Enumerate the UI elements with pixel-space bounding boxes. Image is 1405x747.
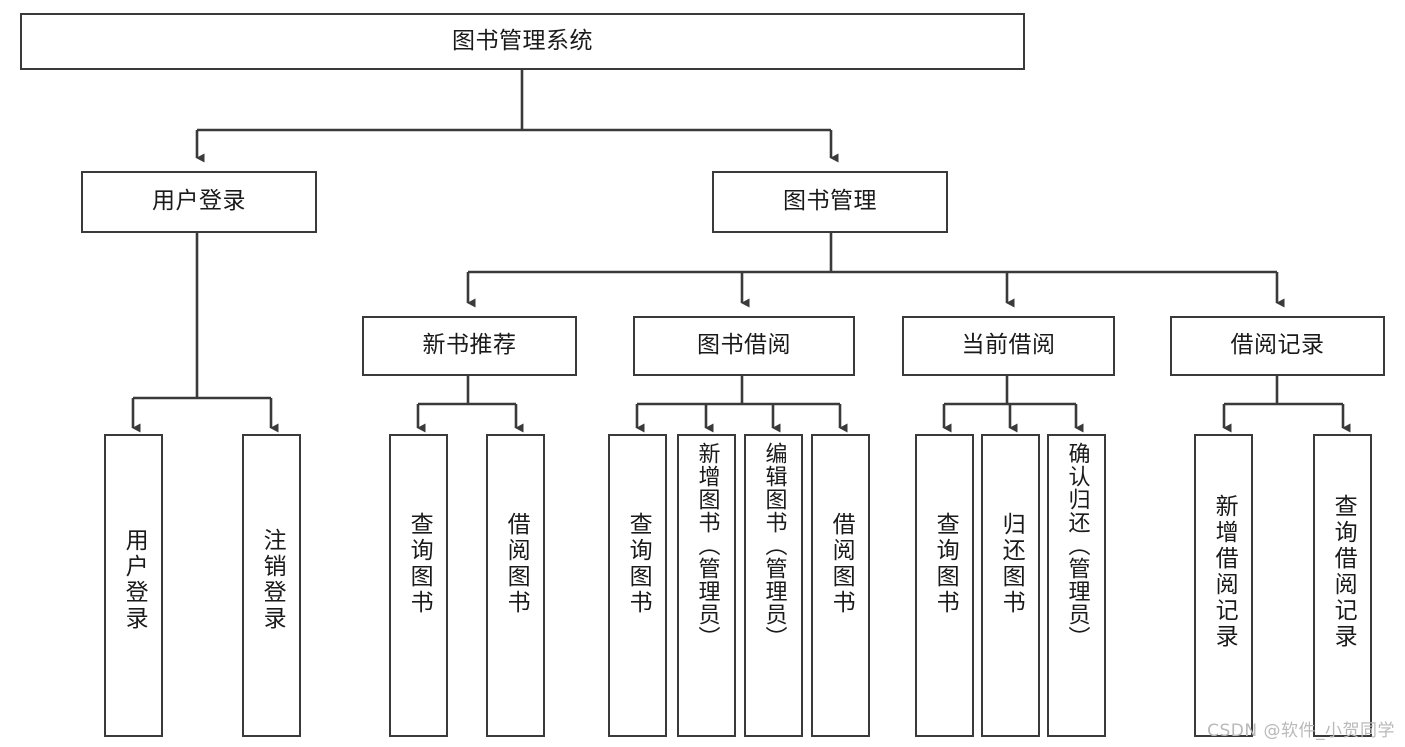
node-user-login[interactable]: 用户登录 xyxy=(81,171,317,233)
node-root-system[interactable]: 图书管理系统 xyxy=(20,13,1025,70)
leaf-logout-login[interactable]: 注销登录 xyxy=(242,434,301,737)
leaf-edit-book-admin[interactable]: 编辑图书（管理员） xyxy=(744,434,803,737)
node-book-borrow[interactable]: 图书借阅 xyxy=(633,316,855,376)
node-label: 图书借阅 xyxy=(697,332,791,359)
leaf-query-book-current[interactable]: 查询图书 xyxy=(915,434,974,737)
node-label: 归还图书 xyxy=(998,512,1025,616)
node-label: 新增图书（管理员） xyxy=(694,442,720,649)
leaf-query-book-recommend[interactable]: 查询图书 xyxy=(389,434,448,737)
node-label: 当前借阅 xyxy=(961,332,1056,359)
node-label: 编辑图书（管理员） xyxy=(761,442,787,649)
leaf-confirm-return-admin[interactable]: 确认归还（管理员） xyxy=(1047,434,1106,737)
leaf-add-book-admin[interactable]: 新增图书（管理员） xyxy=(677,434,736,737)
node-book-management[interactable]: 图书管理 xyxy=(712,171,948,233)
node-label: 借阅图书 xyxy=(828,512,855,616)
node-label: 图书管理 xyxy=(783,188,877,215)
node-label: 确认归还（管理员） xyxy=(1064,442,1090,649)
node-label: 用户登录 xyxy=(121,528,148,632)
node-label: 查询借阅记录 xyxy=(1330,494,1357,650)
node-label: 新书推荐 xyxy=(422,332,517,359)
node-label: 借阅图书 xyxy=(503,512,530,616)
leaf-return-book[interactable]: 归还图书 xyxy=(981,434,1040,737)
node-label: 新增借阅记录 xyxy=(1211,494,1238,650)
node-label: 用户登录 xyxy=(152,188,246,215)
leaf-add-borrow-record[interactable]: 新增借阅记录 xyxy=(1194,434,1253,737)
node-label: 查询图书 xyxy=(625,512,652,616)
node-label: 查询图书 xyxy=(406,512,433,616)
node-current-borrow[interactable]: 当前借阅 xyxy=(902,316,1115,376)
node-label: 查询图书 xyxy=(932,512,959,616)
leaf-borrow-book-recommend[interactable]: 借阅图书 xyxy=(486,434,545,737)
csdn-watermark: CSDN @软件_小贺同学 xyxy=(1207,721,1395,741)
node-new-book-recommend[interactable]: 新书推荐 xyxy=(362,316,577,376)
node-label: 注销登录 xyxy=(259,528,286,632)
node-label: 图书管理系统 xyxy=(452,27,593,54)
node-borrow-record[interactable]: 借阅记录 xyxy=(1170,316,1385,376)
leaf-query-book-borrow[interactable]: 查询图书 xyxy=(608,434,667,737)
leaf-borrow-book[interactable]: 借阅图书 xyxy=(811,434,870,737)
node-label: 借阅记录 xyxy=(1230,332,1325,359)
leaf-query-borrow-record[interactable]: 查询借阅记录 xyxy=(1313,434,1372,737)
leaf-user-login[interactable]: 用户登录 xyxy=(104,434,163,737)
